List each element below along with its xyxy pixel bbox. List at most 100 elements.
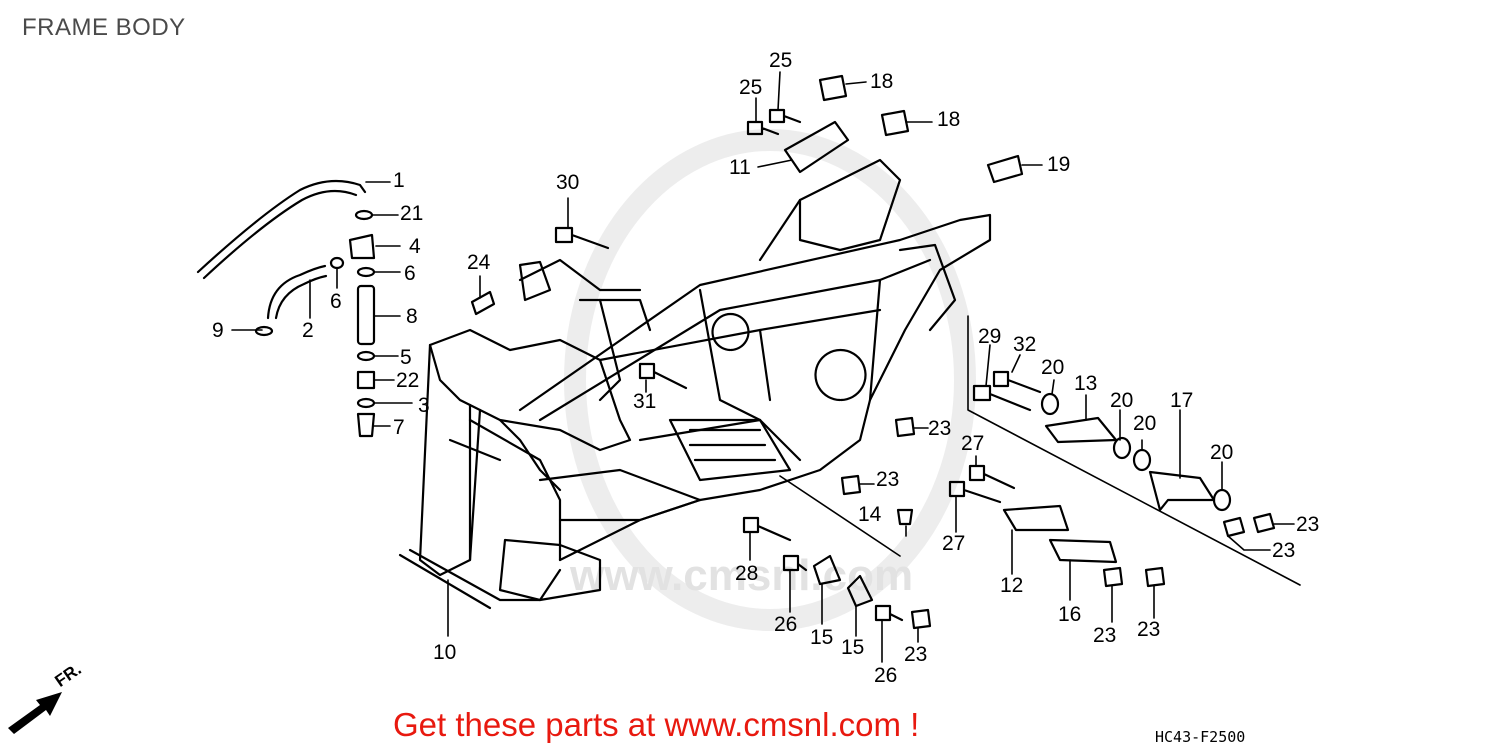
cap-part-19 [986, 154, 1024, 184]
nut-part-23b [1252, 512, 1276, 534]
callout-23a: 23 [928, 417, 952, 440]
bracket-part-13 [1044, 416, 1118, 444]
callout-30: 30 [556, 171, 580, 194]
clamp-part-6b [329, 256, 345, 270]
nut-part-23c [894, 416, 916, 438]
grommet-part-18b [880, 109, 910, 137]
plate-part-16 [1048, 538, 1118, 564]
callout-20b: 20 [1110, 389, 1134, 412]
callout-24: 24 [467, 251, 491, 274]
washer-part-20c [1132, 448, 1152, 472]
clamp-part-5 [356, 350, 376, 362]
callout-4: 4 [409, 235, 421, 258]
fitting-part-22 [356, 370, 376, 390]
hose-part-2 [266, 264, 327, 320]
callout-20d: 20 [1210, 441, 1234, 464]
bolt-part-28 [742, 516, 792, 542]
promo-link[interactable]: Get these parts at www.cmsnl.com ! [393, 706, 920, 743]
callout-23b: 23 [876, 468, 900, 491]
callout-2: 2 [302, 319, 314, 342]
callout-16: 16 [1058, 603, 1082, 626]
callout-26a: 26 [774, 613, 798, 636]
callout-28: 28 [735, 562, 759, 585]
grommet-part-18a [818, 74, 848, 102]
nut-part-23f [1144, 566, 1166, 588]
bolt-part-30 [554, 226, 610, 250]
drawing-code: HC43-F2500 [1155, 728, 1246, 746]
callout-17: 17 [1170, 389, 1194, 412]
cms-watermark [564, 129, 976, 631]
bracket-part-11 [783, 120, 850, 174]
bolt-part-29 [972, 384, 1032, 412]
callout-20c: 20 [1133, 412, 1157, 435]
callout-15a: 15 [810, 626, 834, 649]
callout-12: 12 [1000, 574, 1024, 597]
bolt-part-27b [948, 480, 1002, 504]
plate-part-15b [846, 574, 874, 608]
bolt-part-31 [638, 362, 688, 390]
callout-1: 1 [393, 169, 405, 192]
svg-text:www.cmsnl.com: www.cmsnl.com [569, 551, 913, 600]
callout-18a: 18 [870, 70, 894, 93]
washer-part-20a [1040, 392, 1060, 416]
callout-29: 29 [978, 325, 1002, 348]
collar-part-24 [470, 290, 496, 316]
callout-25b: 25 [739, 76, 763, 99]
callout-25a: 25 [769, 49, 793, 72]
callout-31: 31 [633, 390, 657, 413]
hose-part-1-inner [202, 189, 358, 280]
page-title: FRAME BODY [22, 14, 186, 41]
cap-part-7 [356, 412, 376, 438]
callout-23c: 23 [904, 643, 928, 666]
tube-part-8 [356, 284, 376, 346]
callout-23e: 23 [1137, 618, 1161, 641]
cap-part-14 [896, 508, 914, 526]
callout-5: 5 [400, 346, 412, 369]
washer-part-20d [1212, 488, 1232, 512]
callout-11: 11 [729, 156, 751, 179]
clamp-part-3 [356, 397, 376, 409]
nut-part-23a [1222, 516, 1246, 538]
callout-23d: 23 [1093, 624, 1117, 647]
nut-part-23g [910, 608, 932, 630]
leader-lines [231, 71, 1301, 663]
callout-13: 13 [1074, 372, 1098, 395]
callout-7: 7 [393, 416, 405, 439]
callout-27b: 27 [942, 532, 966, 555]
callout-23f: 23 [1272, 539, 1296, 562]
clamp-part-6a [356, 266, 376, 278]
callout-21: 21 [400, 202, 424, 225]
callout-19: 19 [1047, 153, 1071, 176]
bolt-part-25b [746, 120, 780, 136]
nut-part-23d [840, 474, 862, 496]
washer-part-20b [1112, 436, 1132, 460]
callout-22: 22 [396, 369, 420, 392]
callout-10: 10 [433, 641, 457, 664]
callout-23g: 23 [1296, 513, 1320, 536]
cms-watermark-text: www.cmsnl.com [569, 551, 913, 600]
clamp-part-21 [354, 209, 374, 221]
bolt-part-26a [782, 554, 808, 572]
callout-14: 14 [858, 503, 882, 526]
callout-9: 9 [212, 319, 224, 342]
bolt-part-25a [768, 108, 802, 124]
nut-part-23e [1102, 566, 1124, 588]
callout-20a: 20 [1041, 356, 1065, 379]
bracket-part-17 [1148, 470, 1216, 512]
callout-27a: 27 [961, 432, 985, 455]
callout-26b: 26 [874, 664, 898, 687]
callout-6a: 6 [404, 262, 416, 285]
hose-part-2-inner [274, 274, 328, 320]
hose-part-1 [196, 179, 367, 274]
bolt-part-26b [874, 604, 904, 622]
front-arrow-icon [8, 692, 62, 734]
callout-15b: 15 [841, 636, 865, 659]
frame-main [398, 158, 992, 610]
callout-6b: 6 [330, 290, 342, 313]
callout-3: 3 [418, 394, 430, 417]
joint-part-4 [348, 233, 376, 260]
plate-part-15a [812, 554, 842, 586]
clamp-part-9 [254, 325, 274, 337]
callout-8: 8 [406, 305, 418, 328]
